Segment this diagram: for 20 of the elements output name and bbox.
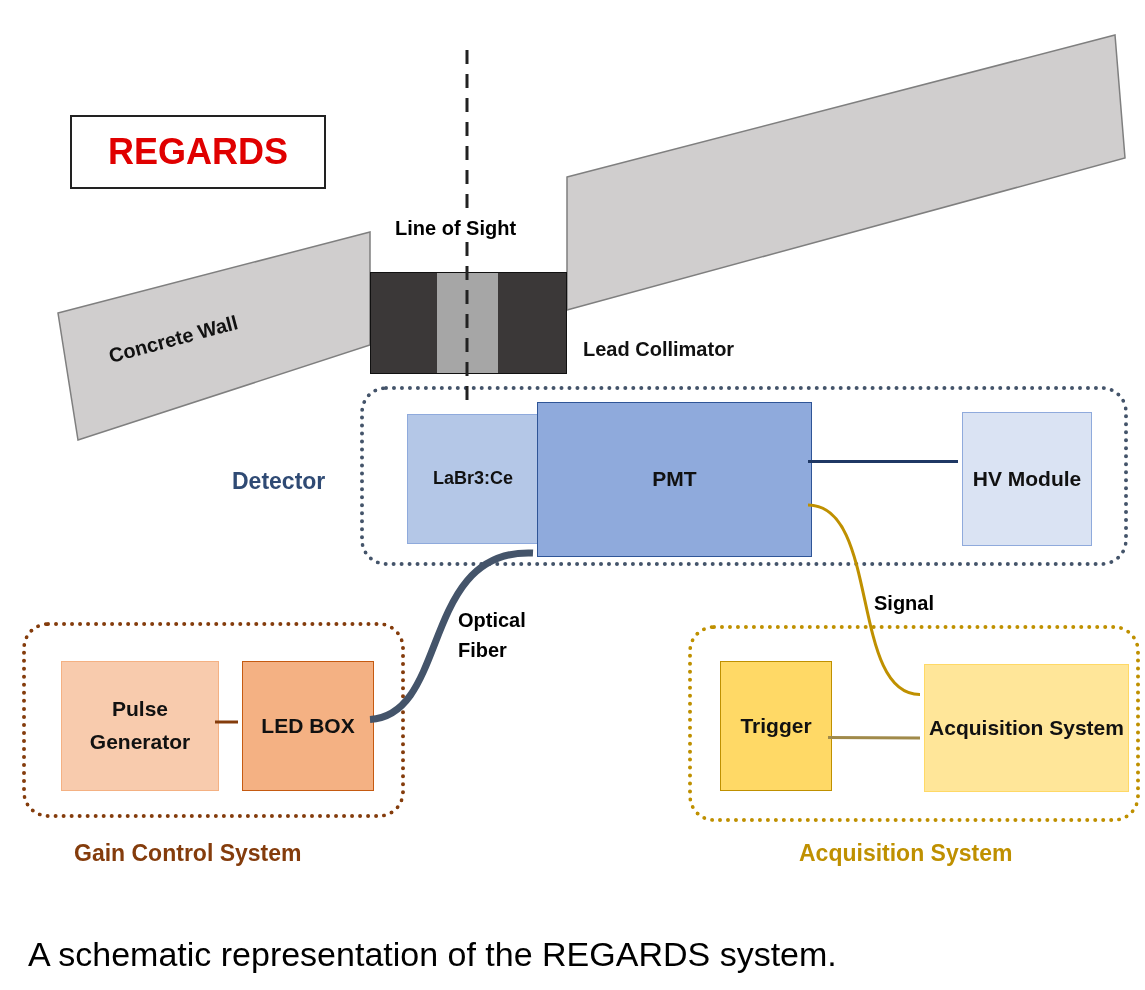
connector-line <box>828 736 920 740</box>
group-label: Detector <box>232 468 326 495</box>
group-label: Gain Control System <box>74 840 302 867</box>
connector-line <box>808 460 958 464</box>
connector-line <box>369 549 534 723</box>
caption: A schematic representation of the REGARDS system. <box>28 935 837 974</box>
part-label: Lead Collimator <box>583 338 735 361</box>
connector-line <box>807 503 921 697</box>
component-box: LaBr3:Ce <box>407 414 539 544</box>
part-label: Line of Sight <box>395 217 517 240</box>
component-box: HV Module <box>962 412 1092 546</box>
component-box: Acquisition System <box>924 664 1129 792</box>
component-box: Pulse Generator <box>61 661 219 791</box>
title-box: REGARDS <box>70 115 326 189</box>
component-box: Trigger <box>720 661 832 791</box>
group-label: Acquisition System <box>799 840 1013 867</box>
component-box: PMT <box>537 402 812 557</box>
connector-line <box>215 720 238 724</box>
component-box: LED BOX <box>242 661 374 791</box>
wall-label: Concrete Wall <box>106 311 241 368</box>
